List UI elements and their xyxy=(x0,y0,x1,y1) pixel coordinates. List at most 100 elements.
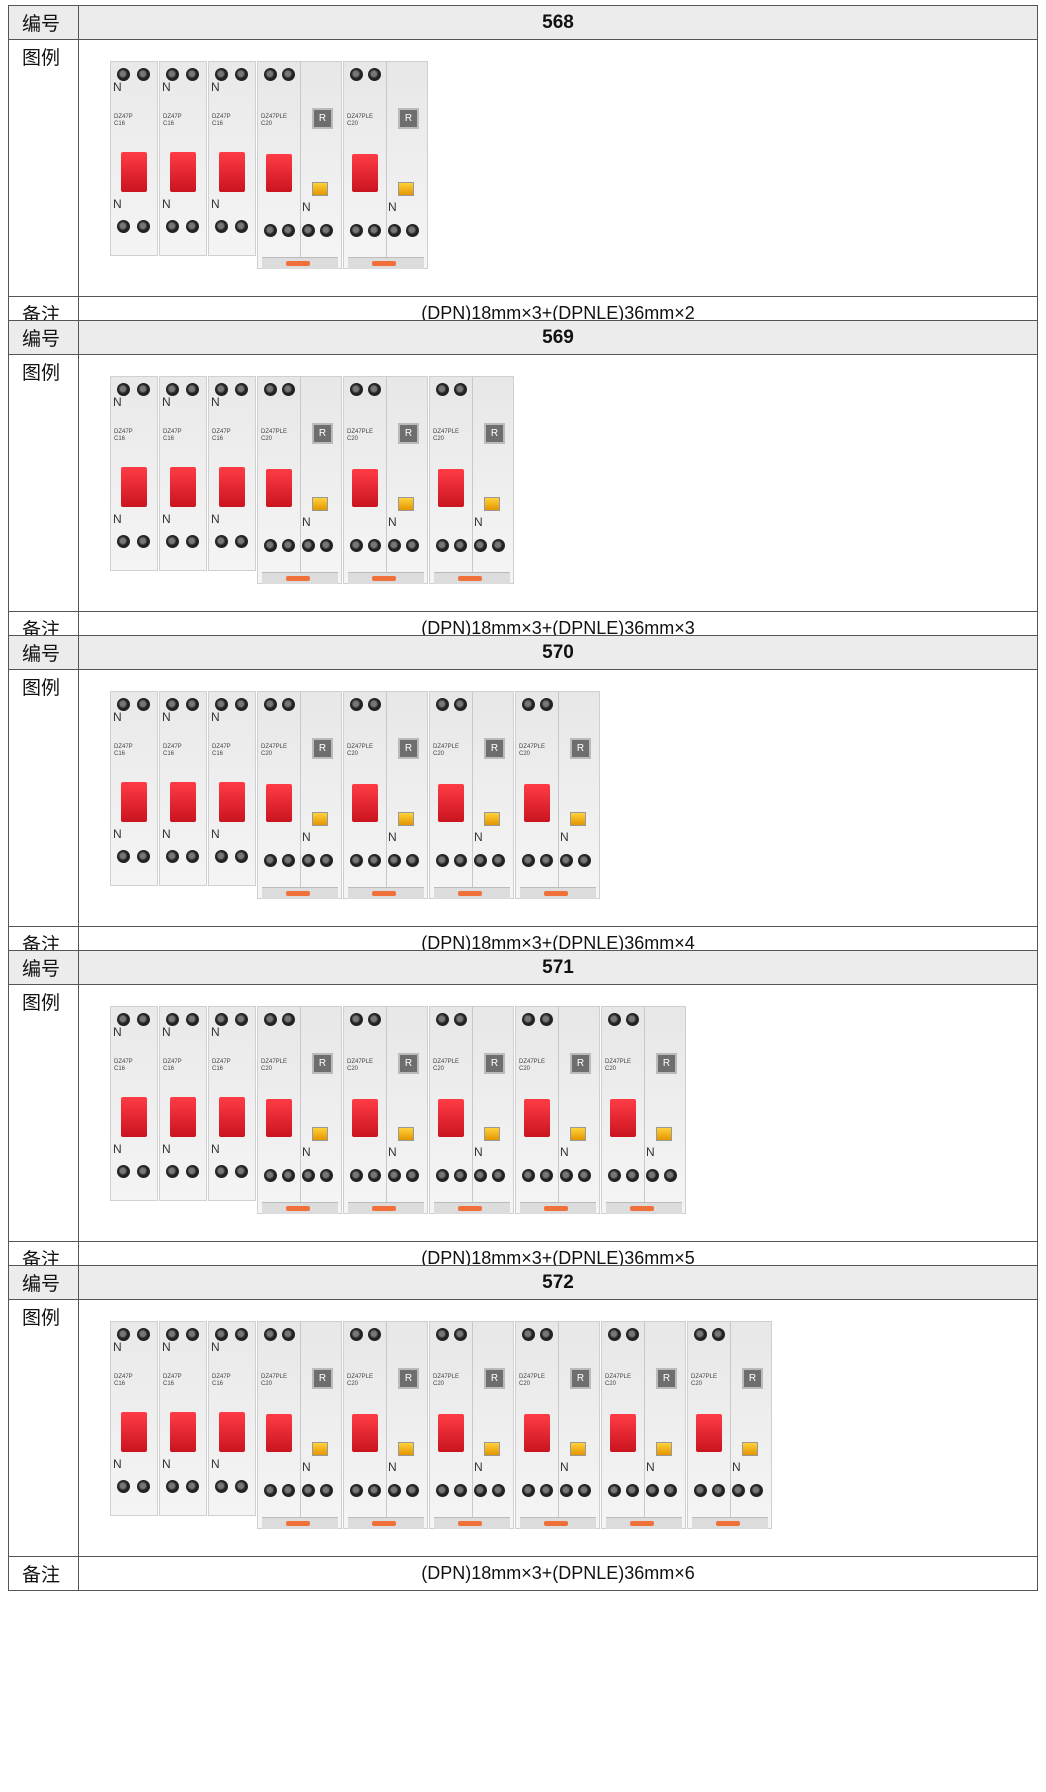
indicator-icon xyxy=(742,1442,758,1456)
terminal-screw xyxy=(186,1328,199,1341)
neutral-mark: N xyxy=(388,515,397,529)
terminal-screw xyxy=(117,698,130,711)
neutral-mark: N xyxy=(474,830,483,844)
neutral-mark: N xyxy=(302,515,311,529)
terminal-screw xyxy=(166,383,179,396)
indicator-icon xyxy=(570,1442,586,1456)
test-button: R xyxy=(312,1368,333,1389)
terminal-screw xyxy=(215,1480,228,1493)
terminal-screw xyxy=(368,1013,381,1026)
terminal-screw xyxy=(388,854,401,867)
din-clip xyxy=(520,887,596,899)
din-clip xyxy=(262,572,338,584)
terminal-screw xyxy=(474,1169,487,1182)
din-clip xyxy=(348,1202,424,1214)
toggle-handle xyxy=(266,469,292,507)
terminal-screw xyxy=(320,1484,333,1497)
terminal-screw xyxy=(522,1013,535,1026)
terminal-screw xyxy=(215,383,228,396)
neutral-mark: N xyxy=(162,1457,171,1471)
terminal-screw xyxy=(454,1328,467,1341)
terminal-screw xyxy=(117,1480,130,1493)
terminal-screw xyxy=(646,1484,659,1497)
terminal-screw xyxy=(302,224,315,237)
neutral-mark: N xyxy=(474,1145,483,1159)
indicator-icon xyxy=(656,1127,672,1141)
indicator-icon xyxy=(312,812,328,826)
terminal-screw xyxy=(264,698,277,711)
din-clip xyxy=(520,1202,596,1214)
rating-label: DZ47PLE C20 xyxy=(605,1374,632,1387)
terminal-screw xyxy=(368,698,381,711)
terminal-screw xyxy=(215,698,228,711)
terminal-screw xyxy=(282,1328,295,1341)
illustration-label: 图例 xyxy=(9,1300,79,1556)
neutral-mark: N xyxy=(211,1025,220,1039)
terminal-screw xyxy=(454,854,467,867)
rating-label: DZ47P C16 xyxy=(114,1059,133,1072)
rating-label: DZ47P C16 xyxy=(212,744,231,757)
terminal-screw xyxy=(350,1013,363,1026)
terminal-screw xyxy=(166,68,179,81)
module-divider xyxy=(472,1322,473,1528)
terminal-screw xyxy=(117,850,130,863)
terminal-screw xyxy=(264,539,277,552)
terminal-screw xyxy=(137,850,150,863)
toggle-handle xyxy=(524,1099,550,1137)
terminal-screw xyxy=(186,1013,199,1026)
terminal-screw xyxy=(388,1484,401,1497)
terminal-screw xyxy=(235,1013,248,1026)
neutral-mark: N xyxy=(211,512,220,526)
toggle-handle xyxy=(121,782,147,822)
terminal-screw xyxy=(368,383,381,396)
terminal-screw xyxy=(350,224,363,237)
terminal-screw xyxy=(436,1484,449,1497)
toggle-handle xyxy=(121,1412,147,1452)
toggle-handle xyxy=(219,152,245,192)
terminal-screw xyxy=(350,854,363,867)
terminal-screw xyxy=(117,220,130,233)
terminal-screw xyxy=(137,535,150,548)
terminal-screw xyxy=(454,1169,467,1182)
terminal-screw xyxy=(235,1480,248,1493)
terminal-screw xyxy=(560,854,573,867)
neutral-mark: N xyxy=(113,395,122,409)
number-row: 编号 571 xyxy=(9,951,1037,985)
din-clip xyxy=(434,1517,510,1529)
rating-label: DZ47PLE C20 xyxy=(691,1374,718,1387)
terminal-screw xyxy=(117,535,130,548)
module-divider xyxy=(300,1007,301,1213)
module-divider xyxy=(386,1322,387,1528)
terminal-screw xyxy=(712,1328,725,1341)
remark-text: (DPN)18mm×3+(DPNLE)36mm×4 xyxy=(421,933,695,953)
terminal-screw xyxy=(186,68,199,81)
rating-label: DZ47PLE C20 xyxy=(261,429,288,442)
rating-label: DZ47PLE C20 xyxy=(519,1059,546,1072)
terminal-screw xyxy=(235,1165,248,1178)
terminal-screw xyxy=(350,68,363,81)
neutral-mark: N xyxy=(113,80,122,94)
terminal-screw xyxy=(368,1484,381,1497)
neutral-mark: N xyxy=(388,1145,397,1159)
indicator-icon xyxy=(398,1442,414,1456)
rating-label: DZ47PLE C20 xyxy=(433,1059,460,1072)
toggle-handle xyxy=(121,152,147,192)
rating-label: DZ47PLE C20 xyxy=(261,1059,288,1072)
terminal-screw xyxy=(235,383,248,396)
rating-label: DZ47PLE C20 xyxy=(519,1374,546,1387)
din-clip xyxy=(348,887,424,899)
neutral-mark: N xyxy=(302,1145,311,1159)
toggle-handle xyxy=(121,1097,147,1137)
din-clip xyxy=(262,257,338,269)
